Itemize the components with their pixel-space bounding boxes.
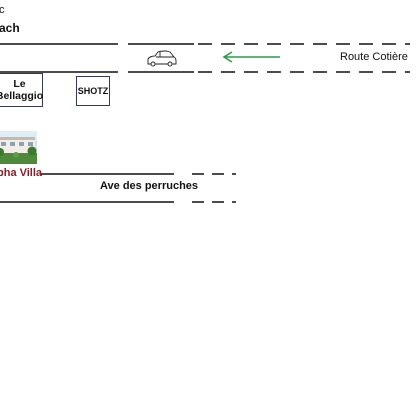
villa-photo-icon	[0, 131, 37, 164]
le-bellaggio-marker: Le Bellaggio	[0, 73, 43, 107]
top-edge-label: c	[0, 4, 5, 16]
shotz-label: SHOTZ	[77, 86, 109, 96]
ave-des-perruches-road	[0, 173, 236, 203]
route-cotiere-road	[0, 43, 410, 73]
le-bellaggio-label: Le Bellaggio	[0, 78, 44, 102]
shotz-marker: SHOTZ	[76, 76, 110, 106]
ave-des-perruches-label: Ave des perruches	[100, 180, 199, 192]
car-icon	[147, 50, 177, 67]
beach-label: ach	[0, 21, 20, 35]
arrow-left-icon	[222, 51, 280, 63]
route-cotiere-label: Route Cotière	[340, 51, 408, 63]
villa-label: pha Villa	[0, 167, 43, 179]
